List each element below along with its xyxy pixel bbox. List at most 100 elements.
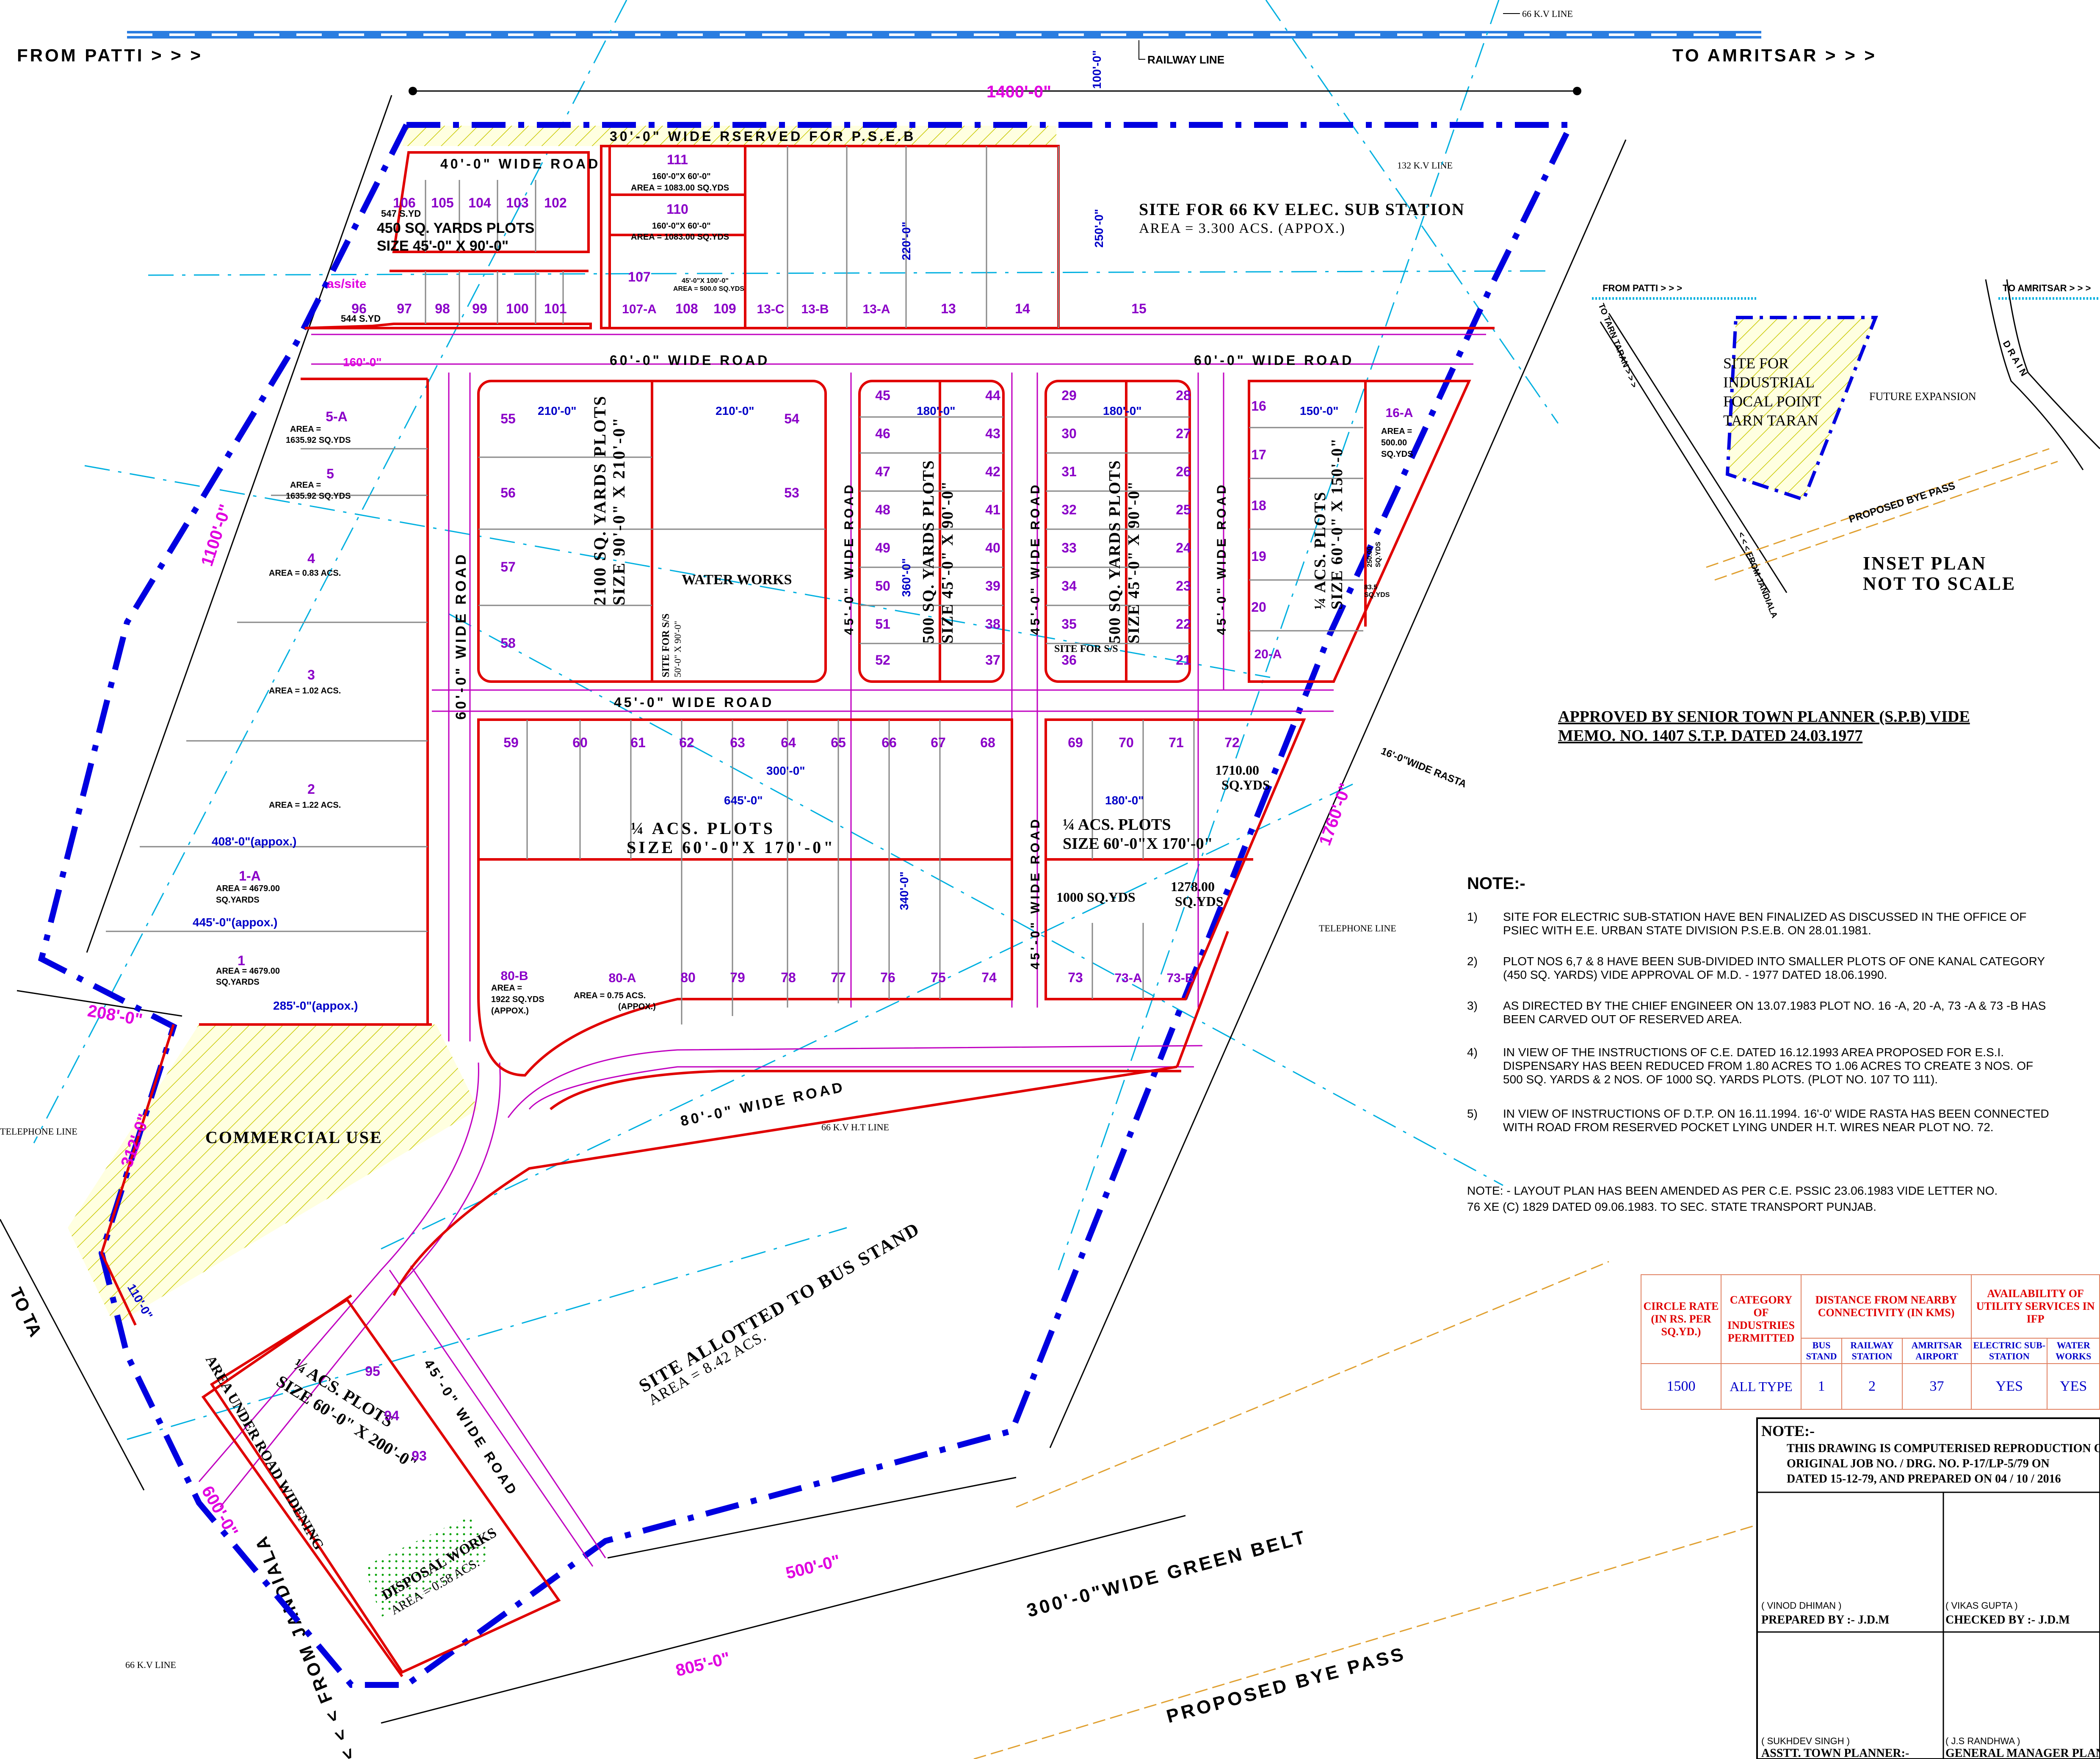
th-category: CATEGORY OF INDUSTRIES PERMITTED — [1721, 1274, 1802, 1364]
kv66-bottom-label: 66 K.V LINE — [125, 1660, 176, 1670]
dim-340: 340'-0" — [898, 871, 911, 910]
plot-number-46: 46 — [875, 426, 890, 441]
note-3-a: AS DIRECTED BY THE CHIEF ENGINEER ON 13.… — [1503, 999, 2046, 1012]
plot-number-23: 23 — [1176, 578, 1191, 594]
th-elec: ELECTRIC SUB-STATION — [1971, 1338, 2048, 1364]
bypass-label: PROPOSED BYE PASS — [1164, 1643, 1408, 1727]
block-2100-label: 2100 SQ. YARDS PLOTS — [590, 395, 609, 605]
plot-number-94: 94 — [384, 1408, 399, 1423]
tb-chk: CHECKED BY :- J.D.M — [1945, 1613, 2070, 1626]
p3-area: AREA = 1.02 ACS. — [269, 686, 341, 696]
plot-number-39: 39 — [985, 578, 1000, 594]
plot-number-103: 103 — [506, 195, 528, 210]
road-60b-label: 60'-0" WIDE ROAD — [1194, 353, 1354, 368]
dim-220: 220'-0" — [900, 221, 913, 260]
tb-line-2: ORIGINAL JOB NO. / DRG. NO. P-17/LP-5/79… — [1787, 1457, 2050, 1470]
note-3-b: BEEN CARVED OUT OF RESERVED AREA. — [1503, 1013, 1742, 1026]
p80B-area: AREA = — [491, 983, 522, 993]
p80B-value: 1922 SQ.YDS — [491, 995, 544, 1004]
ss1-label: SITE FOR S/S — [660, 613, 671, 677]
plot-number-79: 79 — [730, 970, 745, 985]
plot-number-45: 45 — [875, 388, 890, 403]
plot-number-42: 42 — [985, 464, 1000, 479]
p1A-area: AREA = 4679.00 — [216, 884, 280, 893]
dim-180a: 180'-0" — [917, 404, 956, 417]
to-amritsar-label: TO AMRITSAR > > > — [1672, 45, 1877, 65]
dim-180c: 180'-0" — [1105, 794, 1144, 807]
block-500a-size: SIZE 45'-0" X 90'-0" — [939, 480, 956, 643]
td-air: 37 — [1901, 1363, 1972, 1410]
p5A-value: 1635.92 SQ.YDS — [286, 436, 351, 445]
utility-lines: 66 K.V LINE RAILWAY LINE 132 K.V LINE TE… — [0, 8, 1573, 1670]
plot-number-73-b: 73-B — [1166, 971, 1194, 985]
p16A-area: AREA = — [1381, 427, 1412, 436]
yd547-label: 547 S.YD — [381, 208, 421, 219]
p107-area: AREA = 500.0 SQ.YDS — [673, 285, 744, 293]
tb-gm-name: ( J.S RANDHWA ) — [1945, 1736, 2020, 1746]
block-labels: 450 SQ. YARDS PLOTS SIZE 45'-0" X 90'-0"… — [202, 200, 1465, 1618]
commercial-use-area — [68, 1024, 478, 1325]
block-450-size: SIZE 45'-0" X 90'-0" — [377, 238, 508, 254]
overall-dimensions — [0, 87, 1627, 1724]
plot-number-19: 19 — [1251, 549, 1266, 564]
plot-number-44: 44 — [985, 388, 1000, 403]
telephone-left-label: TELEPHONE LINE — [0, 1126, 77, 1137]
plot-number-61: 61 — [630, 735, 646, 750]
plot-number-13-a: 13-A — [862, 302, 890, 316]
inset-site4: TARN TARAN — [1723, 412, 1818, 429]
dim-500: 500'-0" — [784, 1551, 843, 1582]
plot-number-41: 41 — [985, 502, 1000, 517]
plot-number-51: 51 — [875, 616, 890, 632]
from-jandiala-label: < < < FROM JANDIALA — [250, 1532, 359, 1759]
plot-number-2: 2 — [307, 781, 315, 797]
substation-label: SITE FOR 66 KV ELEC. SUB STATION — [1139, 200, 1465, 219]
plot-number-80-b: 80-B — [500, 969, 528, 983]
a1710-unit: SQ.YDS — [1221, 777, 1270, 793]
from-patti-label: FROM PATTI > > > — [17, 45, 203, 65]
tb-gm: GENERAL MANAGER PLANN — [1945, 1747, 2100, 1759]
plot-number-13-c: 13-C — [757, 302, 784, 316]
plot-number-50: 50 — [875, 578, 890, 594]
plot-number-109: 109 — [713, 301, 736, 316]
plot-number-27: 27 — [1176, 426, 1191, 441]
plot-number-66: 66 — [881, 735, 897, 750]
road-40-label: 40'-0" WIDE ROAD — [440, 156, 600, 171]
block-2100-size: SIZE 90'-0" X 210'-0" — [609, 417, 628, 605]
plot-number-58: 58 — [500, 635, 516, 651]
p5-value: 1635.92 SQ.YDS — [286, 492, 351, 501]
plot-number-72: 72 — [1224, 735, 1240, 750]
block-q170-label: ¼ ACS. PLOTS — [631, 819, 775, 838]
p107-size: 45'-0"X 100'-0" — [682, 277, 729, 284]
dim-250: 250'-0" — [1092, 209, 1105, 248]
amendment-2: 76 XE (C) 1829 DATED 09.06.1983. TO SEC.… — [1467, 1200, 1876, 1213]
plot-number-18: 18 — [1251, 498, 1266, 513]
disposal-works-area — [364, 1516, 491, 1617]
dim-210: 210'-0" — [538, 404, 577, 417]
plot-number-54: 54 — [784, 411, 799, 426]
pseb-reserve-strip — [402, 126, 1056, 146]
plot-number-59: 59 — [503, 735, 519, 750]
inset-from-jandiala: < < < FROM JANDIALA — [1736, 531, 1779, 620]
note-3-num: 3) — [1467, 999, 1478, 1012]
railway-label: RAILWAY LINE — [1147, 53, 1224, 66]
dim-300: 300'-0" — [766, 764, 805, 777]
inset-site1: SITE FOR — [1723, 355, 1789, 372]
inset-to-tarn: TO TARN TARAN > > > — [1596, 302, 1639, 389]
plot-number-38: 38 — [985, 616, 1000, 632]
plot-number-96: 96 — [351, 301, 367, 316]
plot-divisions — [106, 146, 1363, 1024]
road-30-label: 30'-0" WIDE RSERVED FOR P.S.E.B — [610, 129, 916, 144]
ss2-label: SITE FOR S/S — [1054, 643, 1118, 654]
plot-number-14: 14 — [1015, 301, 1030, 316]
plot-number-24: 24 — [1176, 540, 1191, 555]
green-belt-label: 300'-0"WIDE GREEN BELT — [1025, 1526, 1310, 1621]
tb-chk-name: ( VIKAS GUPTA ) — [1945, 1600, 2018, 1611]
plot-number-25: 25 — [1176, 502, 1191, 517]
th-rail: RAILWAY STATION — [1841, 1338, 1903, 1364]
a1278-label: 1278.00 — [1171, 879, 1215, 894]
site-boundary — [38, 122, 1576, 1688]
plot-number-57: 57 — [500, 559, 516, 574]
plot-number-80: 80 — [680, 970, 696, 985]
road-60a-label: 60'-0" WIDE ROAD — [610, 353, 770, 368]
